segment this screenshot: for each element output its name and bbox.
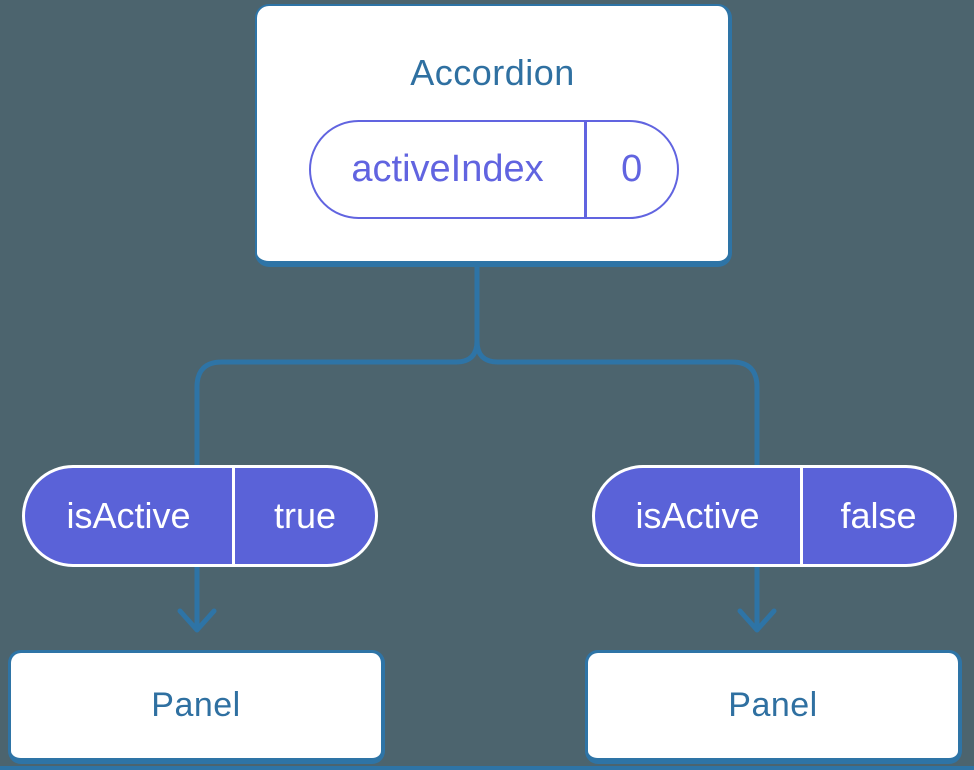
prop-name-label: isActive: [635, 495, 760, 536]
arrow-down-icon: [177, 608, 217, 633]
connector-left-branch: [194, 260, 480, 630]
prop-name-label: isActive: [66, 495, 191, 536]
arrow-down-icon: [737, 608, 777, 633]
state-pill-activeindex: activeIndex 0: [309, 120, 679, 219]
pill-divider: [232, 468, 235, 564]
connector-right-branch: [474, 260, 760, 630]
state-name-label: activeIndex: [351, 148, 544, 190]
accordion-component-card: Accordion activeIndex 0: [255, 4, 732, 267]
prop-value-label: false: [840, 495, 917, 536]
prop-pill-isactive-true: isActive true: [22, 465, 378, 567]
pill-divider: [584, 122, 587, 217]
component-title: Accordion: [410, 52, 575, 93]
state-value-label: 0: [621, 148, 643, 190]
component-title: Panel: [728, 686, 818, 724]
prop-pill-isactive-false: isActive false: [592, 465, 957, 567]
bottom-edge-line: [0, 766, 974, 770]
panel-component-card-left: Panel: [8, 650, 385, 764]
pill-divider: [800, 468, 803, 564]
component-title: Panel: [151, 686, 241, 724]
prop-value-label: true: [273, 495, 337, 536]
panel-component-card-right: Panel: [585, 650, 962, 764]
